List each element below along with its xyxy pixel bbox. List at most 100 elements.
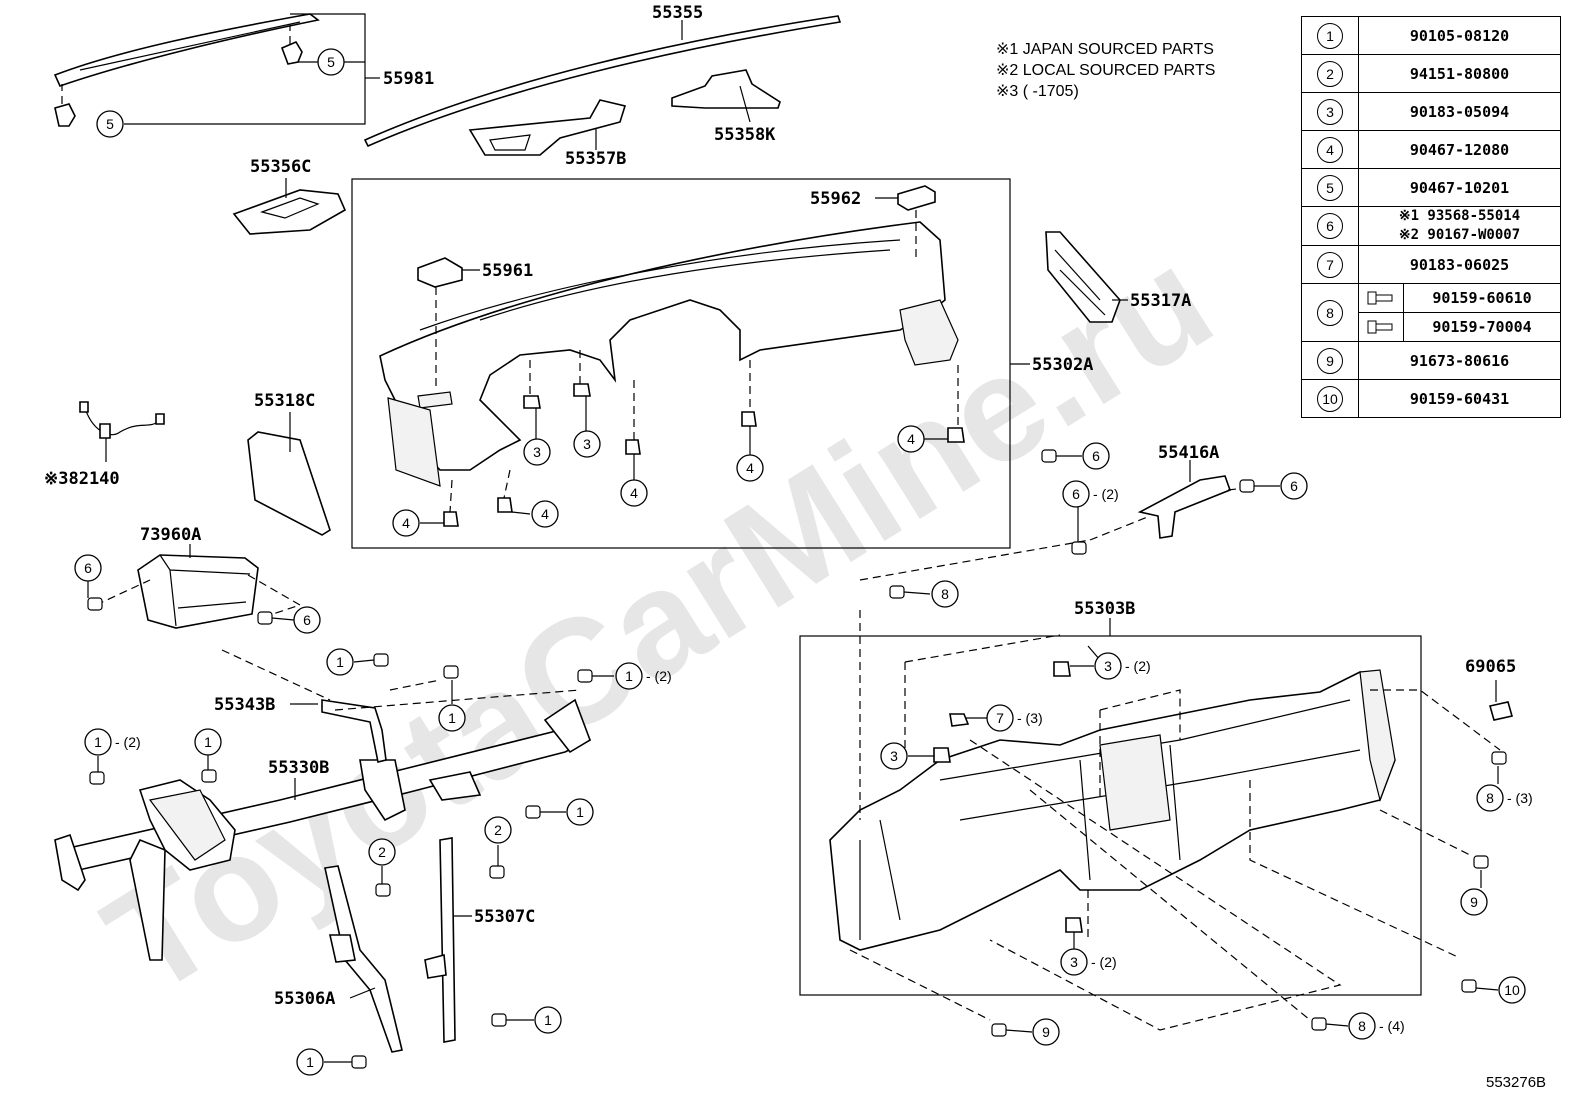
part-55302a-instrument-panel[interactable] [379, 221, 959, 487]
part-55303b-reinforcement[interactable] [829, 669, 1396, 951]
part-55355-strip[interactable] [363, 15, 842, 148]
part-55358k-pad[interactable] [671, 69, 781, 109]
callout-1[interactable]: 1 [296, 1048, 324, 1076]
label-55303b: 55303B [1074, 599, 1135, 619]
legend-sub-row: 90159-70004 [1359, 312, 1560, 341]
callout-6[interactable]: 6 [1280, 472, 1308, 500]
callout-8[interactable]: 8- (4) [1348, 1012, 1405, 1040]
callout-number: 1 [576, 804, 584, 820]
callout-6[interactable]: 6 [74, 554, 102, 582]
part-55356c-pad[interactable] [232, 189, 347, 235]
callout-1[interactable]: 1- (2) [84, 728, 141, 756]
callout-4[interactable]: 4 [736, 454, 764, 482]
part-55343b-bracket[interactable] [321, 699, 387, 763]
callout-number: 7 [996, 710, 1004, 726]
callout-number: 8 [941, 586, 949, 602]
callout-number: 3 [1104, 658, 1112, 674]
callout-4[interactable]: 4 [897, 425, 925, 453]
legend-sub-row: 90159-60610 [1359, 284, 1560, 312]
legend-ref-number: 5 [1317, 174, 1343, 201]
part-55962-vent[interactable] [897, 185, 936, 211]
callout-4[interactable]: 4 [531, 500, 559, 528]
callout-number: 6 [303, 612, 311, 628]
callout-1[interactable]: 1 [534, 1006, 562, 1034]
label-55302a: 55302A [1032, 355, 1093, 375]
part-55416a-bracket[interactable] [1137, 475, 1232, 539]
quantity-label: - (2) [1093, 486, 1119, 502]
callout-4[interactable]: 4 [392, 509, 420, 537]
callout-1[interactable]: 1 [326, 648, 354, 676]
callout-5[interactable]: 5 [317, 48, 345, 76]
callout-10[interactable]: 10 [1498, 976, 1526, 1004]
legend-part-number: 90467-10201 [1358, 168, 1561, 207]
callout-7[interactable]: 7- (3) [986, 704, 1043, 732]
callout-1[interactable]: 1 [566, 798, 594, 826]
callout-number: 2 [494, 822, 502, 838]
diagram-code: 553276B [1486, 1074, 1547, 1091]
part-82140-wire-harness[interactable] [79, 401, 165, 439]
legend-ref-number: 4 [1317, 136, 1343, 163]
legend-row: 3 90183-05094 [1301, 92, 1561, 131]
callout-number: 2 [378, 844, 386, 860]
callout-3[interactable]: 3 [880, 742, 908, 770]
callout-number: 8 [1486, 790, 1494, 806]
callout-number: 1 [544, 1012, 552, 1028]
part-73960a-airbag[interactable] [137, 554, 259, 629]
legend-part-number: 90467-12080 [1358, 130, 1561, 169]
part-69065-clip[interactable] [1488, 701, 1514, 721]
callout-number: 5 [106, 116, 114, 132]
callout-3[interactable]: 3- (2) [1060, 948, 1117, 976]
callout-6[interactable]: 6 [293, 606, 321, 634]
callout-3[interactable]: 3 [573, 430, 601, 458]
legend-ref: 2 [1301, 54, 1359, 93]
callout-number: 1 [448, 710, 456, 726]
legend-part-number: ※1 93568-55014※2 90167-W0007 [1358, 206, 1561, 246]
label-69065: 69065 [1465, 657, 1516, 677]
legend-ref-number: 2 [1317, 60, 1343, 87]
quantity-label: - (2) [646, 668, 672, 684]
callout-8[interactable]: 8- (3) [1476, 784, 1533, 812]
callout-1[interactable]: 1 [438, 704, 466, 732]
part-55307c-brace[interactable] [424, 837, 456, 1043]
callout-2[interactable]: 2 [484, 816, 512, 844]
legend-sub-part-number: 90159-70004 [1432, 318, 1532, 336]
callout-number: 9 [1470, 894, 1478, 910]
part-55961-vent[interactable] [417, 257, 463, 288]
part-55318c-side-cover[interactable] [247, 431, 331, 536]
callout-number: 1 [306, 1054, 314, 1070]
callout-9[interactable]: 9 [1460, 888, 1488, 916]
legend-part-number: 90183-05094 [1358, 92, 1561, 131]
callout-4[interactable]: 4 [620, 479, 648, 507]
part-55981-defroster-nozzle[interactable] [53, 13, 320, 127]
legend-ref-number: 3 [1317, 98, 1343, 125]
callout-6[interactable]: 6 [1082, 442, 1110, 470]
part-55330b-steering-support[interactable] [54, 698, 592, 961]
callout-8[interactable]: 8 [931, 580, 959, 608]
callout-3[interactable]: 3- (2) [1094, 652, 1151, 680]
bolt-icon [1359, 313, 1404, 341]
legend-ref: 7 [1301, 245, 1359, 284]
callout-9[interactable]: 9 [1032, 1018, 1060, 1046]
callout-number: 6 [1092, 448, 1100, 464]
callout-5[interactable]: 5 [96, 110, 124, 138]
legend-ref: 4 [1301, 130, 1359, 169]
legend-sub-part-number: 90159-60610 [1432, 289, 1532, 307]
callout-1[interactable]: 1- (2) [615, 662, 672, 690]
part-55306a-brace[interactable] [324, 865, 403, 1053]
callout-6[interactable]: 6- (2) [1062, 480, 1119, 508]
callout-number: 10 [1504, 982, 1520, 998]
callout-2[interactable]: 2 [368, 838, 396, 866]
legend-part-number: 90183-06025 [1358, 245, 1561, 284]
callout-number: 3 [583, 436, 591, 452]
callout-1[interactable]: 1 [194, 728, 222, 756]
callout-3[interactable]: 3 [523, 438, 551, 466]
part-55317a-side-panel[interactable] [1045, 231, 1121, 323]
legend-part-number: 90105-08120 [1358, 16, 1561, 55]
legend-part-line: ※2 90167-W0007 [1398, 227, 1521, 243]
part-55357b-pad[interactable] [468, 99, 627, 156]
legend-ref: 3 [1301, 92, 1359, 131]
